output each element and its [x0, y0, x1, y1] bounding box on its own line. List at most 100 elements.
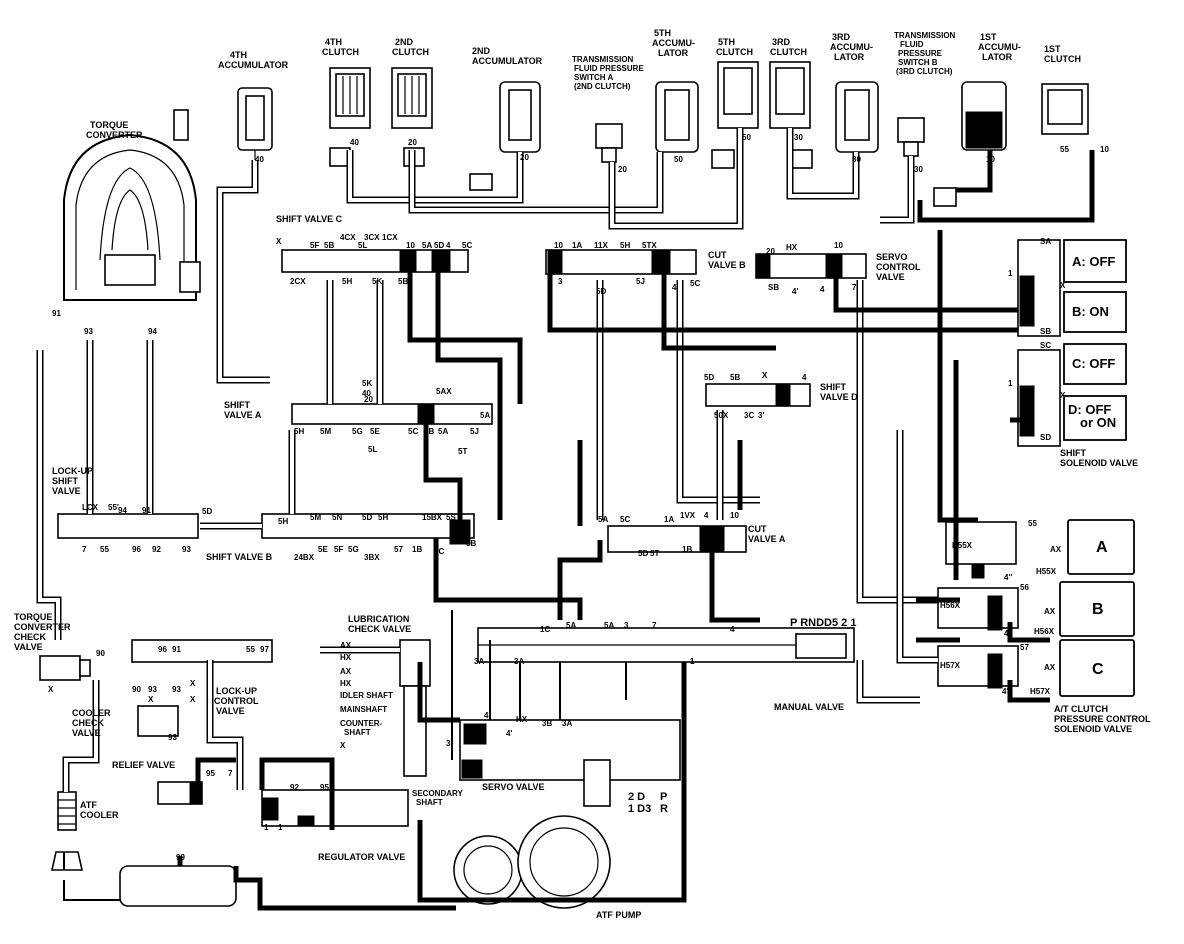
line-number-label: 5L [368, 445, 377, 454]
line-number-label: 5H [378, 513, 388, 522]
line-number-label: 93 [148, 685, 157, 694]
line-number-label: 1 [1008, 269, 1013, 278]
accumulator-2nd [499, 81, 541, 153]
torque-converter-check-valve [39, 655, 91, 681]
line-number-label: 20 [766, 247, 775, 256]
line-number-label: 5C [620, 515, 630, 524]
accumulator-3rd [835, 81, 879, 153]
line-number-label: 93 [84, 327, 93, 336]
line-number-label: 5A [598, 515, 608, 524]
line-number-label: 5H [620, 241, 630, 250]
line-number-label: 3A [514, 657, 524, 666]
line-number-label: 5L [358, 241, 367, 250]
line-number-label: 1B [412, 545, 422, 554]
lube-port: AX [340, 667, 352, 676]
line-number-label: X [190, 695, 196, 704]
torque-converter [63, 109, 201, 301]
line-number-label: SA [1040, 237, 1051, 246]
line-number-label: 1 [278, 823, 283, 832]
clutch-4th [329, 67, 371, 129]
pcsv-letter-b: B [1092, 601, 1104, 618]
line-number-label: 50 [742, 133, 751, 142]
line-number-label: 5F [334, 545, 343, 554]
label-regulator-valve: REGULATOR VALVE [318, 852, 405, 862]
line-number-label: 1A [572, 241, 582, 250]
line-number-label: 1 [264, 823, 269, 832]
line-number-label: 96 [132, 545, 141, 554]
line-number-label: 55 [100, 545, 109, 554]
line-number-label: 3 [558, 277, 563, 286]
line-number-label: 5M [310, 513, 321, 522]
pcsv-box-c [1059, 639, 1135, 697]
line-number-label: 91 [172, 645, 181, 654]
pcsv-letter-c: C [1092, 661, 1104, 678]
line-number-label: 10 [406, 241, 415, 250]
line-number-label: 5J [470, 427, 479, 436]
line-number-label: 96 [158, 645, 167, 654]
line-number-label: 3CX [364, 233, 380, 242]
line-number-label: 57 [394, 545, 403, 554]
solenoid-state-a: A: OFF [1072, 254, 1115, 269]
line-number-label: 94 [118, 506, 127, 515]
line-number-label: 4 [730, 625, 735, 634]
line-number-label: 5D [434, 241, 444, 250]
line-number-label: 20 [408, 138, 417, 147]
line-number-label: 5D [362, 513, 372, 522]
line-number-label: 30 [794, 133, 803, 142]
manual-valve-positions-top: P RNDD5 2 1 [790, 617, 856, 629]
line-number-label: 3B [542, 719, 552, 728]
line-number-label: 4' [792, 287, 798, 296]
line-number-label: 97 [260, 645, 269, 654]
pcsv-unit-c [937, 645, 1019, 689]
line-number-label: 1C [540, 625, 550, 634]
line-number-label: SD [1040, 433, 1051, 442]
label-relief-valve: RELIEF VALVE [112, 760, 175, 770]
line-number-label: 4'' [1004, 629, 1012, 638]
line-number-label: 55 [1060, 145, 1069, 154]
line-number-label: 50 [674, 155, 683, 164]
line-number-label: 15BX [422, 513, 443, 522]
line-number-label: 99 [176, 853, 185, 862]
line-number-label: H57X [940, 661, 961, 670]
clutch-3rd [769, 61, 811, 129]
line-number-label: 5G [352, 427, 363, 436]
lubrication-check-valve [399, 639, 431, 777]
line-number-label: X [762, 371, 768, 380]
line-number-label: 93 [168, 733, 177, 742]
lube-port: AX [340, 641, 352, 650]
line-number-label: 7 [228, 769, 233, 778]
line-number-label: 1CX [382, 233, 398, 242]
line-number-label: 30 [852, 155, 861, 164]
atf-cooler [51, 791, 83, 871]
line-number-label: 5A [422, 241, 432, 250]
pcsv-letter-a: A [1096, 539, 1108, 556]
line-number-label: 55 [246, 645, 255, 654]
line-number-label: 4'' [1004, 573, 1012, 582]
line-number-label: 20 [364, 395, 373, 404]
line-number-label: 10 [1100, 145, 1109, 154]
line-number-label: 56 [1020, 583, 1029, 592]
lube-port: MAINSHAFT [340, 705, 387, 714]
line-number-label: 4 [820, 285, 825, 294]
line-number-label: 55 [1028, 519, 1037, 528]
line-number-label: X [276, 237, 282, 246]
line-number-label: 3' [758, 411, 764, 420]
line-number-label: 5S [446, 513, 456, 522]
line-number-label: 4' [506, 729, 512, 738]
lockup-control-valve [131, 639, 273, 663]
shift-valve-b [261, 513, 475, 545]
pressure-switch-b [897, 117, 925, 157]
line-number-label: 94 [148, 327, 157, 336]
line-number-label: 5K [372, 277, 382, 286]
line-number-label: X [1060, 391, 1066, 400]
line-number-label: 5E [370, 427, 380, 436]
